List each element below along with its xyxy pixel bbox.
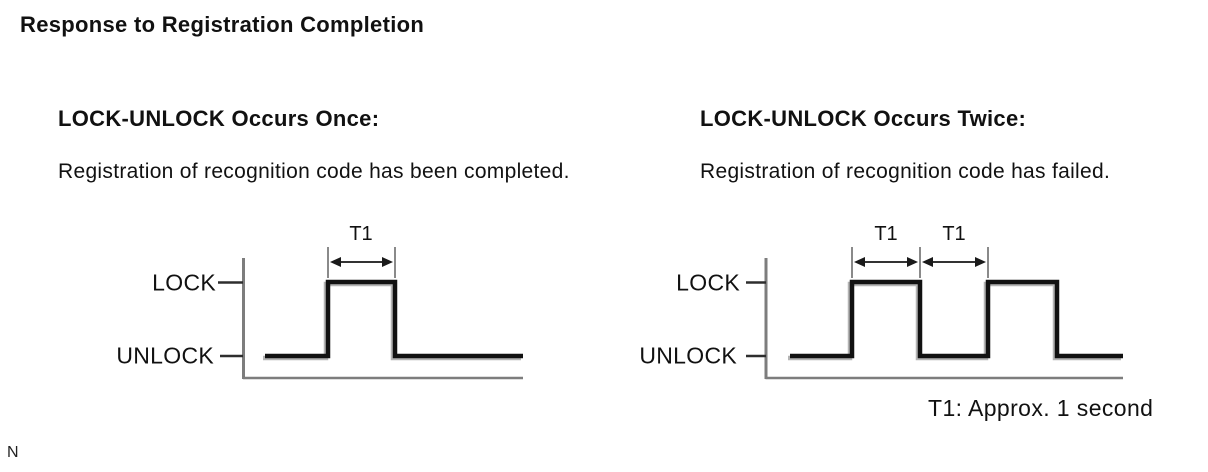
t1-arrowhead-right [907,257,918,267]
t1-arrowhead-right [975,257,986,267]
lock-unlock-waveform-once [265,279,523,359]
timing-diagram-once: LOCK UNLOCK T1 [116,223,523,380]
lock-level-label: LOCK [152,270,216,296]
unlock-level-label: UNLOCK [639,343,737,369]
panel-twice-heading: LOCK-UNLOCK Occurs Twice: [700,106,1027,131]
t1-arrowhead-left [922,257,933,267]
t1-interval-label: T1 [874,223,897,245]
lock-unlock-waveform-twice [790,279,1123,359]
unlock-level-label: UNLOCK [116,343,214,369]
page-margin-letter: N [7,444,19,461]
t1-arrowhead-left [330,257,341,267]
t1-arrowhead-left [854,257,865,267]
t1-interval-label: T1 [349,223,372,245]
page-title: Response to Registration Completion [20,12,425,37]
t1-arrowhead-right [382,257,393,267]
panel-twice-description: Registration of recognition code has fai… [700,160,1111,183]
t1-interval-label: T1 [942,223,965,245]
panel-once-description: Registration of recognition code has bee… [58,160,570,183]
t1-definition-note: T1: Approx. 1 second [928,395,1154,421]
lock-level-label: LOCK [676,270,740,296]
timing-diagram-twice: LOCK UNLOCK T1 T1 [639,223,1123,380]
panel-once-heading: LOCK-UNLOCK Occurs Once: [58,106,380,131]
